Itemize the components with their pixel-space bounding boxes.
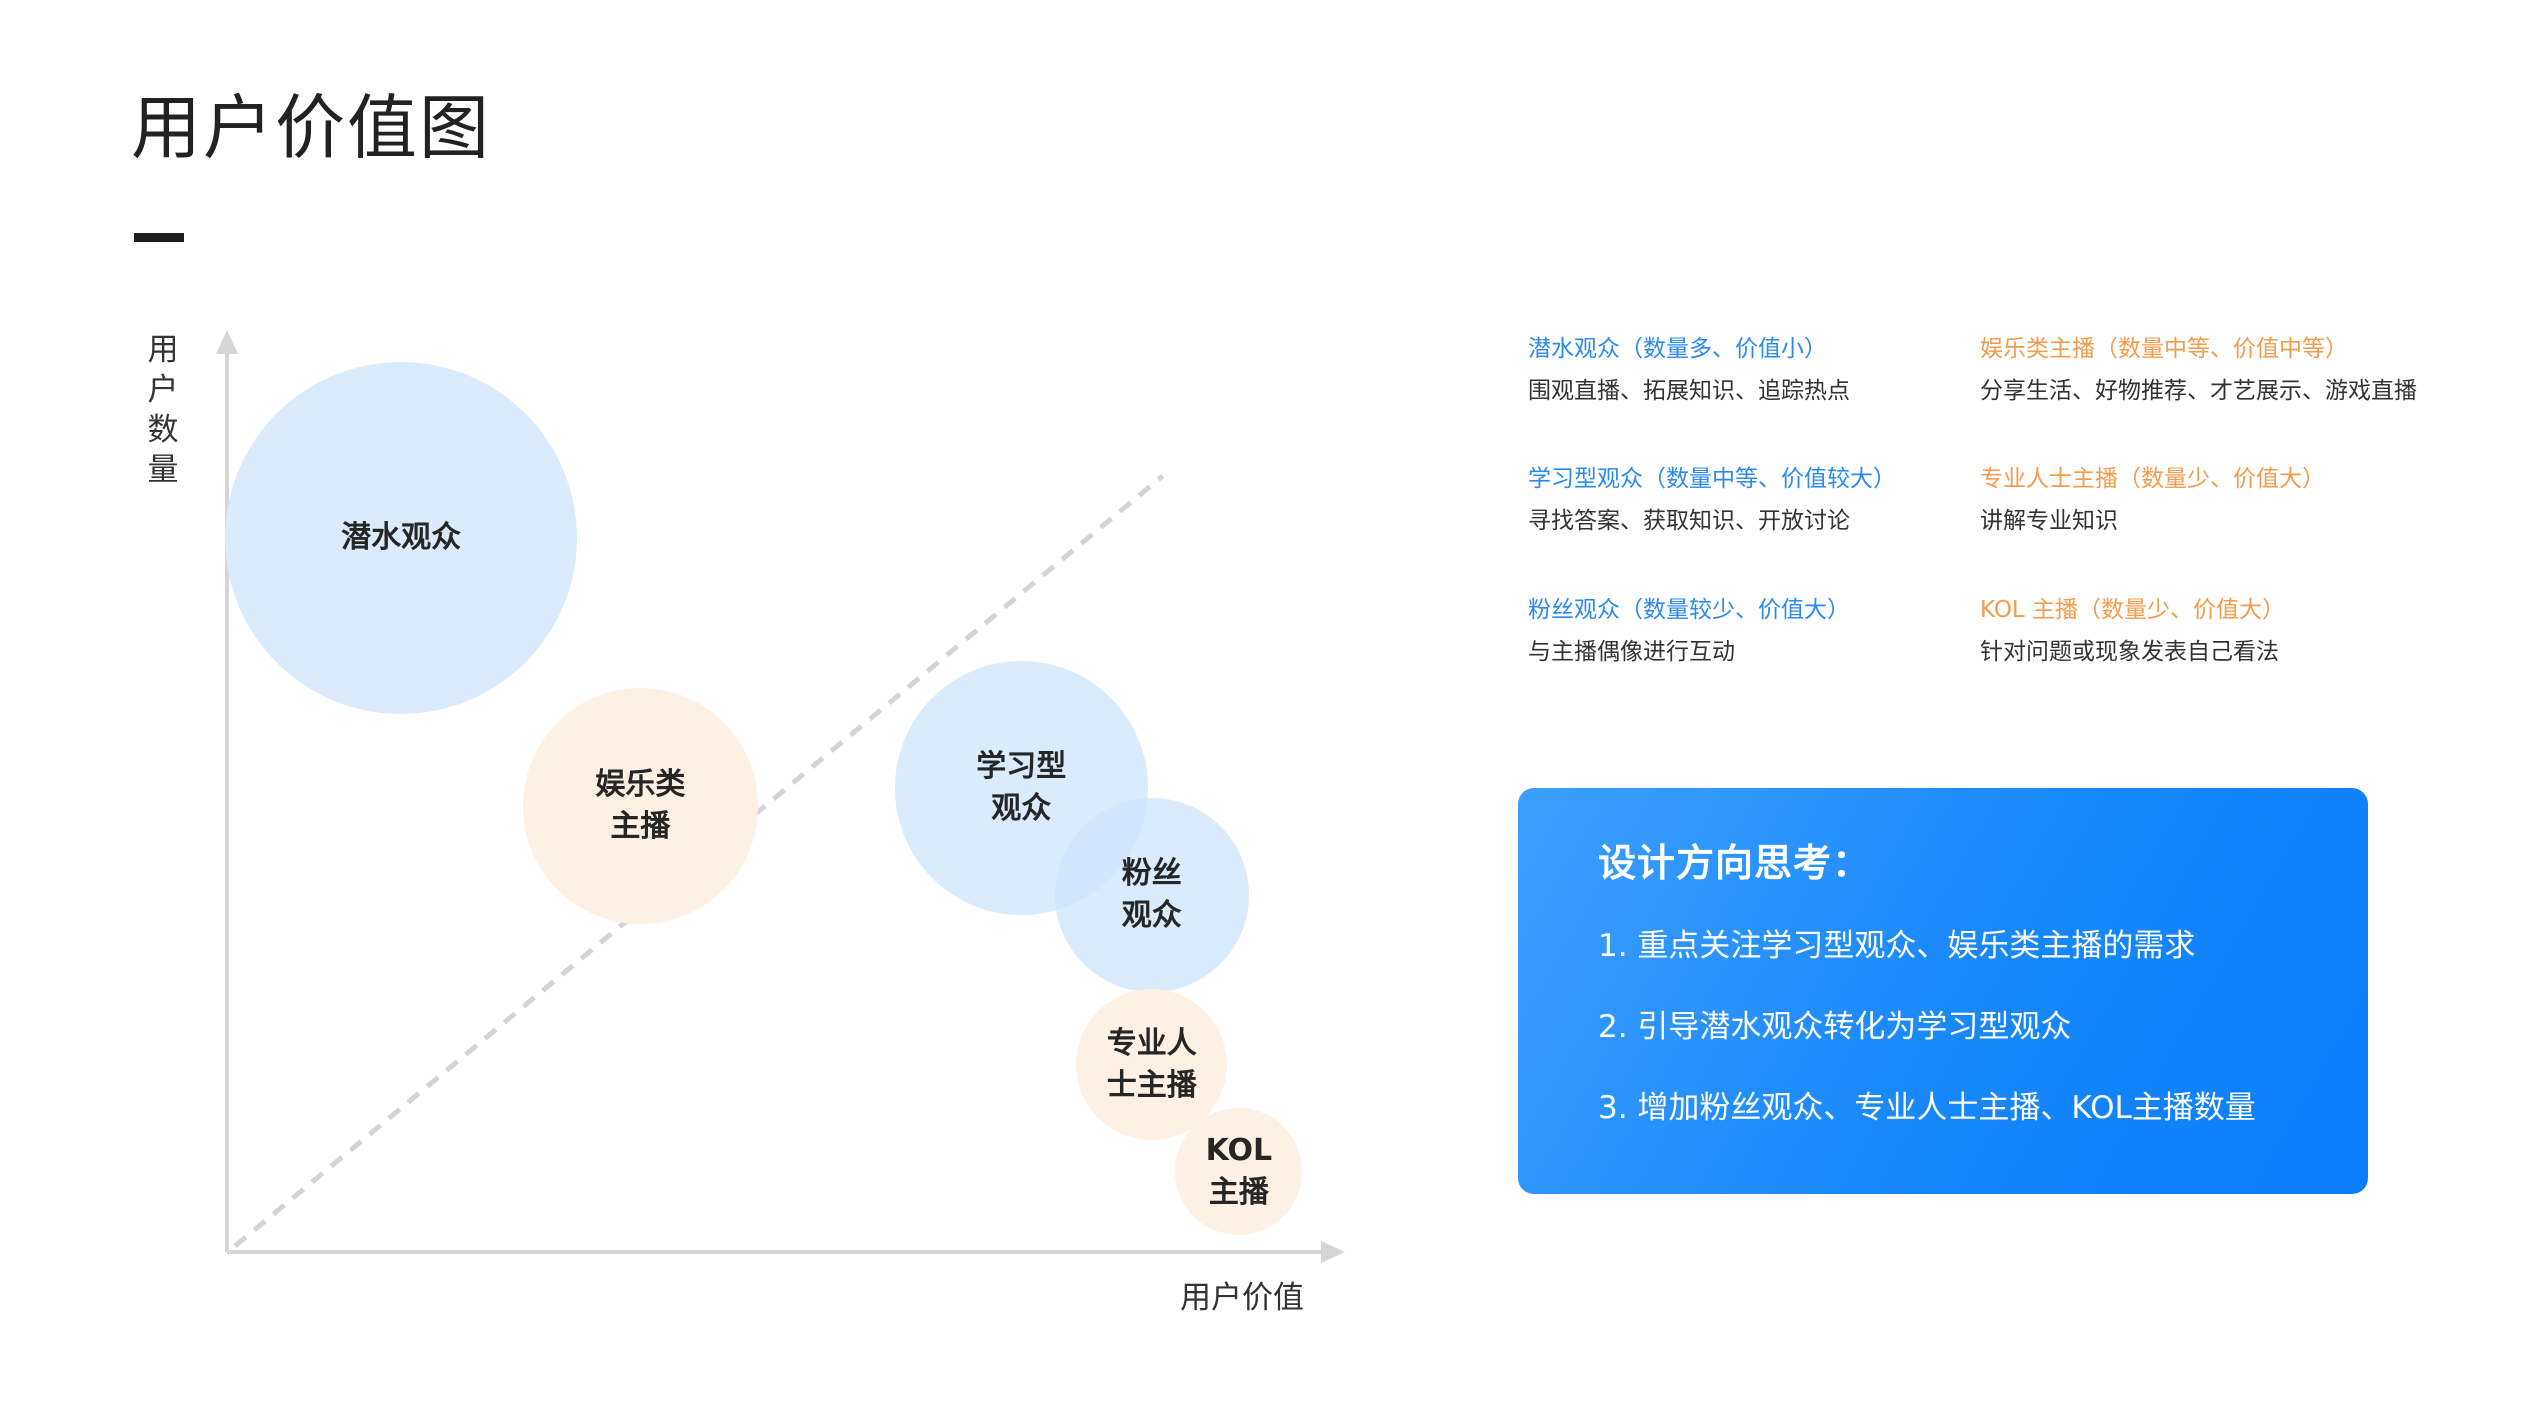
bubble-host: 专业人 士主播 bbox=[1076, 989, 1228, 1141]
bubble-label: 粉丝 观众 bbox=[1121, 856, 1182, 934]
legend-title: 学习型观众（数量中等、价值较大） bbox=[1528, 466, 1896, 492]
page-title: 用户价值图 bbox=[131, 87, 491, 169]
y-axis-arrow bbox=[216, 330, 238, 354]
legend-title: 潜水观众（数量多、价值小） bbox=[1528, 336, 1827, 362]
legend-description: 围观直播、拓展知识、追踪热点 bbox=[1528, 378, 1850, 404]
legend-description: 针对问题或现象发表自己看法 bbox=[1980, 639, 2279, 665]
legend-description: 分享生活、好物推荐、才艺展示、游戏直播 bbox=[1980, 378, 2417, 404]
design-direction-item: 2. 引导潜水观众转化为学习型观众 bbox=[1598, 1009, 2072, 1045]
legend-item-host: KOL 主播（数量少、价值大） 针对问题或现象发表自己看法 bbox=[1980, 593, 2440, 669]
bubble-audience: 粉丝 观众 bbox=[1055, 798, 1249, 992]
design-direction-item: 3. 增加粉丝观众、专业人士主播、KOL主播数量 bbox=[1598, 1090, 2256, 1126]
design-direction-item: 1. 重点关注学习型观众、娱乐类主播的需求 bbox=[1598, 928, 2196, 964]
legend-title: 娱乐类主播（数量中等、价值中等） bbox=[1980, 336, 2348, 362]
bubble-host: 娱乐类 主播 bbox=[522, 688, 759, 924]
y-axis-label: 用 户 数 量 bbox=[147, 332, 179, 488]
bubble-audience: 潜水观众 bbox=[225, 362, 578, 715]
bubble-host: KOL 主播 bbox=[1175, 1108, 1303, 1236]
legend-item-audience: 潜水观众（数量多、价值小） 围观直播、拓展知识、追踪热点 bbox=[1528, 332, 1988, 408]
design-direction-list: 1. 重点关注学习型观众、娱乐类主播的需求 2. 引导潜水观众转化为学习型观众 … bbox=[1598, 926, 2256, 1169]
legend-description: 讲解专业知识 bbox=[1980, 508, 2118, 534]
title-underline bbox=[134, 233, 184, 242]
design-direction-title: 设计方向思考： bbox=[1598, 841, 1872, 885]
legend-item-audience: 粉丝观众（数量较少、价值大） 与主播偶像进行互动 bbox=[1528, 593, 1988, 669]
design-direction-panel: 设计方向思考： 1. 重点关注学习型观众、娱乐类主播的需求 2. 引导潜水观众转… bbox=[1518, 788, 2368, 1194]
legend-title: 专业人士主播（数量少、价值大） bbox=[1980, 466, 2325, 492]
legend-title: 粉丝观众（数量较少、价值大） bbox=[1528, 597, 1850, 623]
bubble-label: 专业人 士主播 bbox=[1106, 1025, 1197, 1103]
bubble-label: 娱乐类 主播 bbox=[595, 766, 686, 844]
bubble-label: KOL 主播 bbox=[1205, 1132, 1273, 1210]
legend-description: 寻找答案、获取知识、开放讨论 bbox=[1528, 508, 1850, 534]
x-axis-label: 用户价值 bbox=[1180, 1280, 1304, 1316]
legend-title: KOL 主播（数量少、价值大） bbox=[1980, 597, 2286, 623]
legend-item-audience: 学习型观众（数量中等、价值较大） 寻找答案、获取知识、开放讨论 bbox=[1528, 462, 1988, 538]
bubble-label: 学习型 观众 bbox=[976, 749, 1067, 827]
legend-item-host: 专业人士主播（数量少、价值大） 讲解专业知识 bbox=[1980, 462, 2440, 538]
legend-description: 与主播偶像进行互动 bbox=[1528, 639, 1735, 665]
bubble-label: 潜水观众 bbox=[341, 520, 462, 556]
x-axis-arrow bbox=[1321, 1241, 1345, 1263]
legend-item-host: 娱乐类主播（数量中等、价值中等） 分享生活、好物推荐、才艺展示、游戏直播 bbox=[1980, 332, 2440, 408]
